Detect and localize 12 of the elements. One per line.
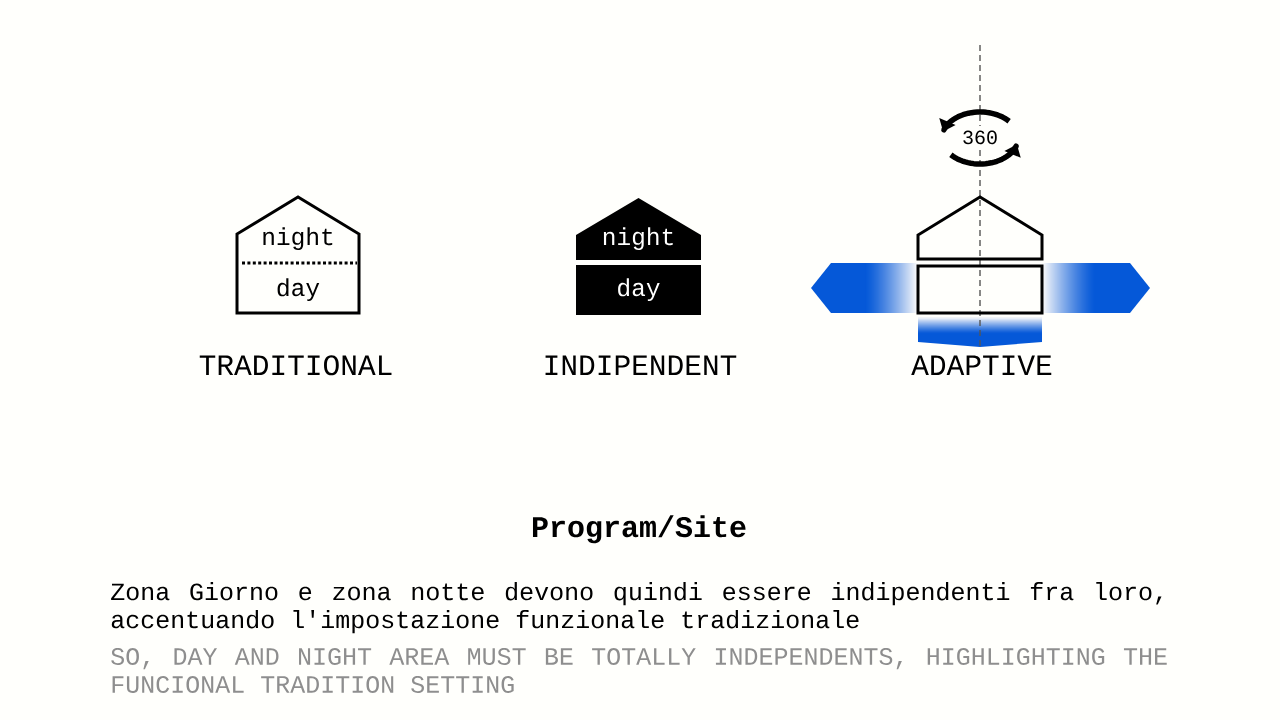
room-outline — [916, 264, 1044, 315]
room-block: day — [576, 265, 701, 315]
type-label: INDIPENDENT — [545, 355, 737, 375]
roof-block: night — [576, 198, 701, 260]
type-label: TRADITIONAL — [199, 355, 392, 376]
roof-outline — [916, 195, 1044, 261]
house-outline: night day — [235, 195, 361, 315]
type-label: ADAPTIVE — [911, 355, 1052, 375]
angle-label: 360 — [963, 130, 997, 145]
heading: Program/Site — [533, 515, 746, 544]
body-text: Zona Giorno e zona notte devono quindi essere indipendenti fra loro, accentuando l'impostazione funzionale tradizionale — [111, 582, 1162, 634]
body-text: SO, DAY AND NIGHT AREA MUST BE TOTALLY INDEPENDENTS, HIGHLIGHTING THE FUNCIONAL TRADITION SETTING — [111, 648, 1167, 693]
